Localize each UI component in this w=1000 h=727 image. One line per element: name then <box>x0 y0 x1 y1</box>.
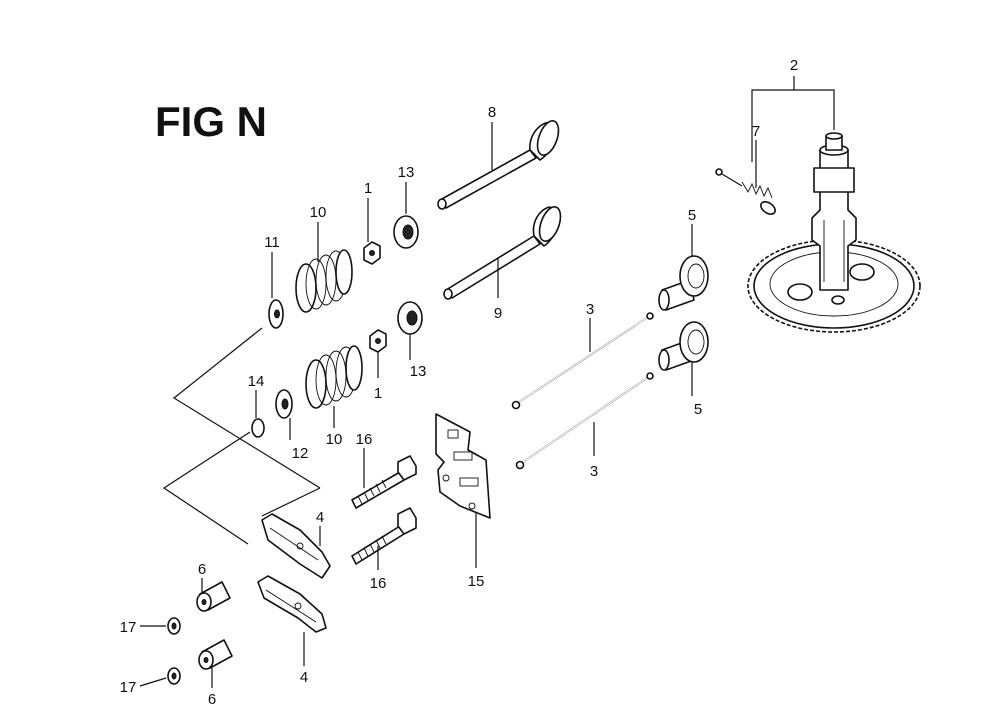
figure-title: FIG N <box>155 98 267 145</box>
callout-3-lower: 3 <box>590 463 598 480</box>
bolt-lower <box>351 507 417 565</box>
rocker-pin-upper <box>196 581 231 612</box>
nut-17-lower <box>167 667 181 685</box>
callout-13-upper: 13 <box>398 164 415 181</box>
callout-6-upper: 6 <box>198 561 206 578</box>
bolt-upper <box>351 455 417 509</box>
callout-5-lower: 5 <box>694 401 702 418</box>
push-rod-lower <box>515 372 654 470</box>
callout-6-lower: 6 <box>208 691 216 708</box>
push-rod-upper <box>511 312 654 410</box>
valve-upper <box>437 120 560 210</box>
callout-labels: 2 7 8 9 10 11 1 13 13 1 10 12 14 5 5 3 3… <box>120 57 799 708</box>
callout-7: 7 <box>752 123 760 140</box>
callout-10-upper: 10 <box>310 204 327 221</box>
callout-9: 9 <box>494 305 502 322</box>
callout-4-upper: 4 <box>316 509 324 526</box>
callout-13-lower: 13 <box>410 363 427 380</box>
rocker-arm-lower <box>257 575 327 633</box>
callout-14: 14 <box>248 373 265 390</box>
callout-1-upper: 1 <box>364 180 372 197</box>
callout-11: 11 <box>264 234 280 251</box>
callout-12: 12 <box>292 445 309 462</box>
assembly-lines <box>162 327 321 545</box>
callout-16-upper: 16 <box>356 431 373 448</box>
decompressor-spring <box>715 168 776 215</box>
valve-spring-upper <box>295 249 353 313</box>
callout-4-lower: 4 <box>300 669 308 686</box>
callout-5-upper: 5 <box>688 207 696 224</box>
callout-8: 8 <box>488 104 496 121</box>
nut-17-upper <box>167 617 181 635</box>
callout-17-upper: 17 <box>120 619 137 636</box>
valve-retainer-11 <box>268 299 284 329</box>
leader-lines <box>139 76 835 688</box>
valve-rotator-14 <box>251 418 265 438</box>
camshaft-gear <box>747 132 921 333</box>
valve-spring-lower <box>305 345 363 409</box>
callout-3-upper: 3 <box>586 301 594 318</box>
tappet-upper <box>658 255 709 311</box>
callout-17-lower: 17 <box>120 679 137 696</box>
push-rod-guide-plate <box>435 413 491 519</box>
nut-upper <box>363 241 381 265</box>
rocker-arm-upper <box>261 513 331 579</box>
rocker-pin-lower <box>198 639 233 670</box>
callout-2: 2 <box>790 57 798 74</box>
callout-16-lower: 16 <box>370 575 387 592</box>
tappet-lower <box>658 321 709 371</box>
pivot-upper <box>393 215 419 249</box>
callout-10-lower: 10 <box>326 431 343 448</box>
callout-1-lower: 1 <box>374 385 382 402</box>
pivot-lower <box>397 301 423 335</box>
valve-retainer-12 <box>275 389 293 419</box>
callout-15: 15 <box>468 573 485 590</box>
valve-lower <box>443 206 562 300</box>
nut-lower <box>369 329 387 353</box>
